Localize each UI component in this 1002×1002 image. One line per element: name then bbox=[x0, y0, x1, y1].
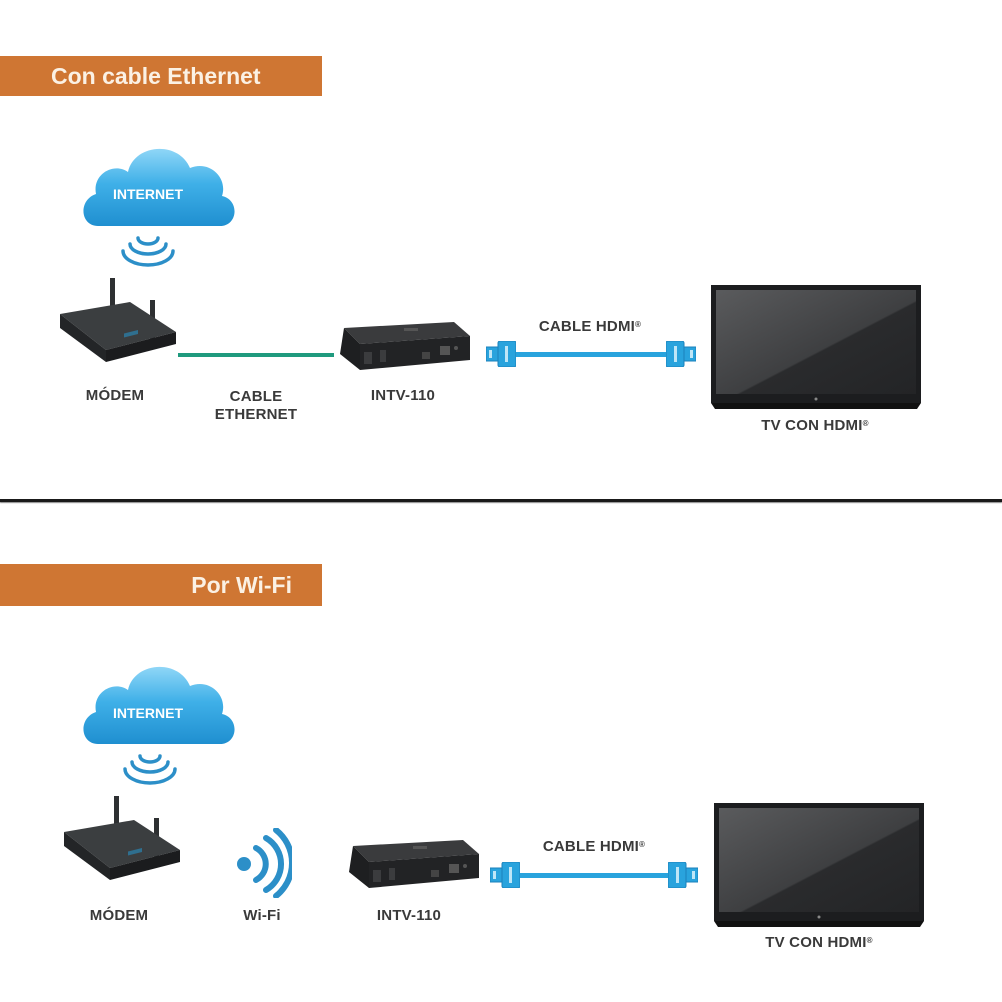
section-title-wifi: Por Wi-Fi bbox=[0, 564, 322, 606]
tv-label-text: TV CON HDMI bbox=[761, 417, 863, 434]
ethernet-cable bbox=[178, 353, 334, 357]
ethernet-cable-label: CABLE ETHERNET bbox=[196, 388, 316, 424]
registered-mark: ® bbox=[862, 419, 869, 428]
tv-box-label: INTV-110 bbox=[370, 387, 436, 404]
hdmi-cable bbox=[516, 352, 666, 357]
modem-icon bbox=[64, 796, 180, 880]
hdmi-cable-label: CABLE HDMI® bbox=[524, 838, 664, 856]
wifi-icon bbox=[237, 828, 292, 898]
ethernet-label-line1: CABLE bbox=[229, 388, 283, 405]
registered-mark: ® bbox=[866, 936, 873, 945]
modem-label: MÓDEM bbox=[89, 907, 149, 924]
hdmi-label-text: CABLE HDMI bbox=[542, 838, 640, 855]
tv-box-icon bbox=[349, 840, 479, 888]
wifi-label: Wi-Fi bbox=[243, 907, 281, 924]
tv-label: TV CON HDMI® bbox=[734, 934, 904, 952]
tv-box-icon bbox=[340, 322, 470, 370]
internet-label: INTERNET bbox=[113, 705, 183, 721]
hdmi-connector-left-icon bbox=[486, 341, 516, 367]
internet-cloud-icon bbox=[83, 666, 235, 744]
hdmi-cable-label: CABLE HDMI® bbox=[520, 318, 660, 336]
hdmi-connector-left-icon bbox=[490, 862, 520, 888]
internet-label: INTERNET bbox=[113, 186, 183, 202]
hdmi-connector-right-icon bbox=[668, 862, 698, 888]
modem-label: MÓDEM bbox=[85, 387, 145, 404]
tv-icon bbox=[714, 803, 924, 927]
registered-mark: ® bbox=[635, 320, 642, 329]
section-title-ethernet: Con cable Ethernet bbox=[0, 56, 322, 96]
modem-icon bbox=[60, 278, 176, 362]
tv-label-text: TV CON HDMI bbox=[765, 934, 867, 951]
hdmi-label-text: CABLE HDMI bbox=[538, 318, 636, 335]
hdmi-cable bbox=[520, 873, 668, 878]
section-divider bbox=[0, 499, 1002, 502]
tv-icon bbox=[711, 285, 921, 409]
tv-label: TV CON HDMI® bbox=[730, 417, 900, 435]
tv-box-label: INTV-110 bbox=[376, 907, 442, 924]
registered-mark: ® bbox=[639, 840, 646, 849]
ethernet-label-line2: ETHERNET bbox=[214, 406, 298, 423]
hdmi-connector-right-icon bbox=[666, 341, 696, 367]
